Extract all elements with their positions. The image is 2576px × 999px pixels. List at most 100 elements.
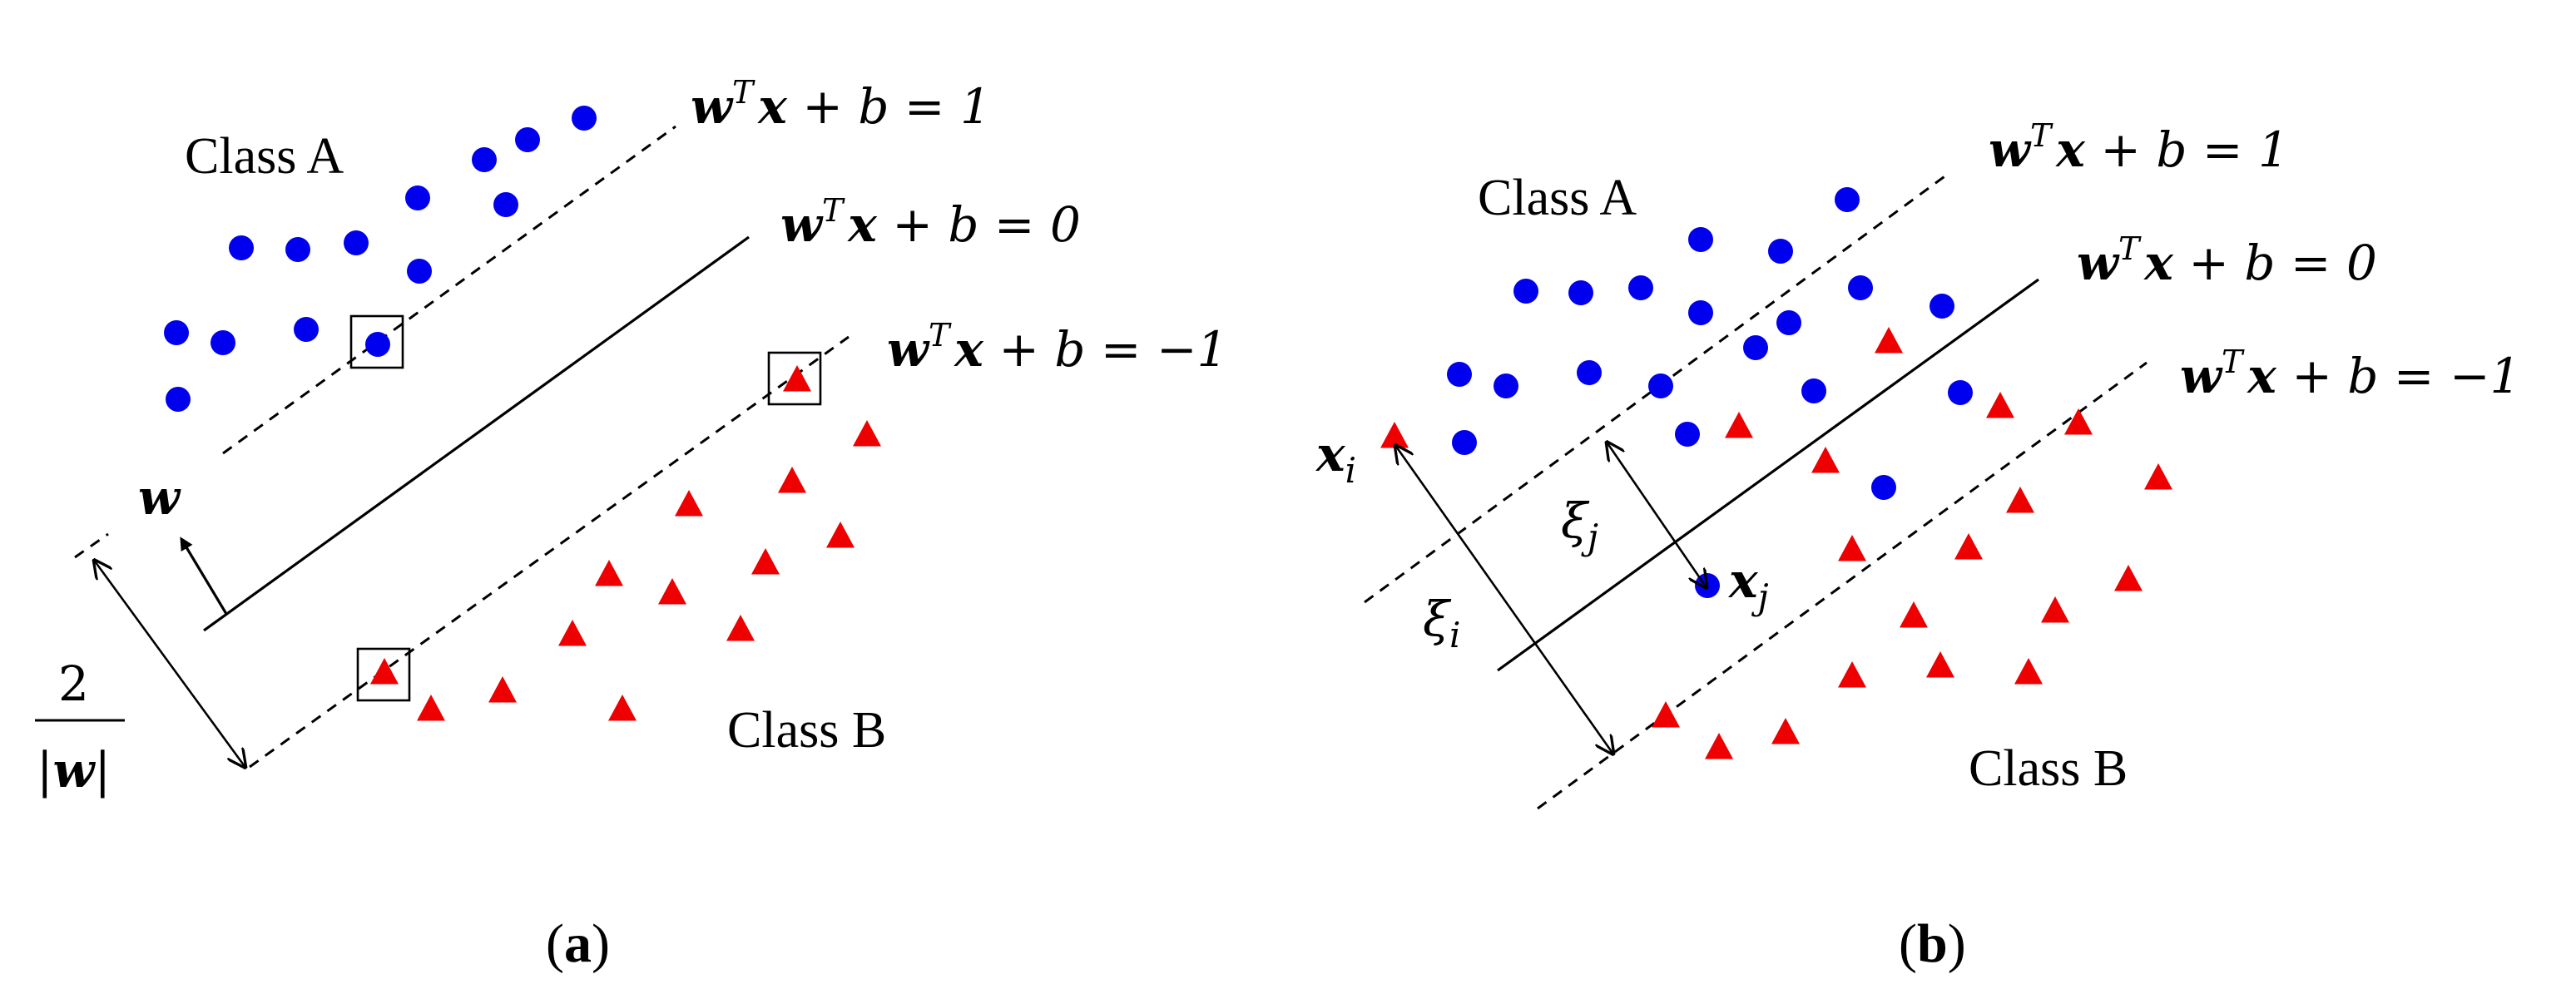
panel-b-class-b-point bbox=[2041, 596, 2069, 623]
panel-b-class-a-point bbox=[1577, 360, 1602, 385]
panel-b-class-b-points bbox=[1380, 327, 2172, 759]
panel-a-class-b-point bbox=[608, 695, 637, 721]
panel-b-class-a-point bbox=[1568, 280, 1593, 305]
panel-a-class-b-point bbox=[783, 365, 811, 392]
panel-a-class-a-label: Class A bbox=[185, 128, 344, 185]
panel-b-class-a-point bbox=[1447, 362, 1472, 387]
panel-b-slack-arrow-j bbox=[1606, 441, 1707, 589]
panel-b-class-a-point bbox=[1688, 227, 1713, 252]
panel-b-class-b-point bbox=[1838, 661, 1866, 688]
panel-b-class-b-point bbox=[1811, 447, 1840, 473]
panel-b-xi-label: xi bbox=[1315, 426, 1356, 491]
panel-b-class-a-point bbox=[1801, 378, 1826, 403]
panel-a-class-a-point bbox=[572, 106, 597, 131]
panel-b-class-a-point bbox=[1776, 310, 1801, 335]
panel-a-class-a-point bbox=[229, 235, 254, 260]
panel-b-class-a-point bbox=[1675, 422, 1700, 447]
panel-a-margin-line-positive bbox=[222, 125, 676, 455]
panel-a-class-b-point bbox=[370, 658, 399, 685]
panel-b-class-a-point bbox=[1848, 275, 1873, 300]
panel-a-class-b-point bbox=[778, 467, 806, 493]
panel-b-class-a-point bbox=[1871, 475, 1896, 500]
panel-a-class-b-point bbox=[853, 420, 881, 447]
panel-b-class-a-points bbox=[1447, 187, 1973, 598]
panel-b-class-a-point bbox=[1948, 380, 1973, 405]
panel-a-class-a-point bbox=[344, 230, 369, 255]
panel-a-margin-arrow bbox=[93, 559, 246, 769]
panel-b-class-b-point bbox=[1875, 327, 1903, 354]
panel-b-class-b-point bbox=[2064, 408, 2093, 435]
panel-b-class-b-point bbox=[1771, 718, 1800, 744]
panel-a-class-a-point bbox=[285, 237, 310, 262]
panel-b-class-a-point bbox=[1835, 187, 1860, 212]
panel-a-class-a-point bbox=[166, 387, 191, 412]
panel-b-class-b-point bbox=[1926, 651, 1954, 678]
panel-a-class-b-point bbox=[595, 560, 623, 586]
panel-a-class-b-label: Class B bbox=[727, 702, 886, 759]
panel-a-class-a-point bbox=[493, 192, 518, 217]
panel-a-margin-numerator: 2 bbox=[58, 655, 89, 712]
panel-b-class-b-point bbox=[1838, 535, 1866, 561]
panel-a-class-b-point bbox=[726, 615, 755, 641]
panel-a-decision-boundary bbox=[203, 235, 750, 632]
panel-a-class-a-point bbox=[472, 147, 497, 172]
panel-a-class-b-points bbox=[370, 365, 881, 721]
panel-a-margin-denominator: |w| bbox=[37, 742, 111, 799]
panel-b-slack-arrow-i bbox=[1395, 444, 1614, 755]
panel-a-normal-vector bbox=[180, 537, 228, 615]
panel-a-w-label: w bbox=[138, 469, 181, 526]
panel-b-slack-i-label: ξi bbox=[1423, 591, 1460, 655]
panel-a-class-a-point bbox=[515, 127, 540, 152]
panel-b-class-b-point bbox=[1954, 533, 1983, 560]
panel-b-class-b-point bbox=[1986, 392, 2014, 418]
panel-a-class-a-point bbox=[407, 259, 432, 284]
panel-a-class-b-point bbox=[826, 522, 855, 548]
panel-a-class-a-point bbox=[211, 330, 235, 355]
panel-b-class-b-point bbox=[2144, 463, 2172, 490]
panel-a-support-vector-box bbox=[349, 314, 404, 369]
panel-b-class-a-point bbox=[1743, 335, 1768, 360]
panel-a-class-b-point bbox=[488, 676, 517, 703]
panel-a-margin-line-negative bbox=[249, 335, 850, 769]
panel-b-class-a-point bbox=[1452, 430, 1477, 455]
panel-b-class-a-point bbox=[1648, 373, 1673, 398]
panel-a-class-b-point bbox=[658, 578, 686, 605]
panel-b-class-b-point bbox=[1652, 701, 1680, 728]
panel-b-class-a-point bbox=[1768, 239, 1793, 264]
panel-b-class-a-point bbox=[1494, 373, 1518, 398]
panel-a-support-vector-box bbox=[356, 647, 411, 702]
panel-a-class-a-point bbox=[294, 317, 319, 342]
panel-a-class-a-point bbox=[405, 185, 430, 210]
panel-a-margin-guide bbox=[74, 532, 109, 559]
panel-a-class-b-point bbox=[751, 548, 780, 575]
panel-b-class-a-point bbox=[1688, 300, 1713, 325]
panel-b-class-b-point bbox=[1725, 412, 1753, 438]
panel-b-class-b-point bbox=[1705, 733, 1733, 759]
panel-a-class-a-point bbox=[365, 332, 390, 357]
panel-b-class-a-point bbox=[1930, 294, 1954, 319]
panel-a-class-b-point bbox=[558, 620, 587, 646]
panel-a-class-a-points bbox=[164, 106, 597, 412]
panel-a-support-vector-box bbox=[767, 351, 822, 406]
panel-b-xj-label: xj bbox=[1727, 552, 1769, 617]
panel-b-class-b-point bbox=[1380, 422, 1409, 448]
panel-a-caption: (a) bbox=[546, 913, 610, 974]
panel-b-class-a-point bbox=[1628, 275, 1653, 300]
panel-a-class-b-point bbox=[675, 490, 703, 517]
panel-b-class-b-point bbox=[2006, 487, 2034, 513]
panel-a-class-a-point bbox=[164, 320, 189, 345]
panel-b-class-b-label: Class B bbox=[1969, 740, 2128, 797]
panel-b-slack-j-label: ξj bbox=[1561, 492, 1598, 557]
panel-b-class-b-point bbox=[2114, 565, 2143, 591]
panel-b-class-a-label: Class A bbox=[1478, 170, 1637, 226]
